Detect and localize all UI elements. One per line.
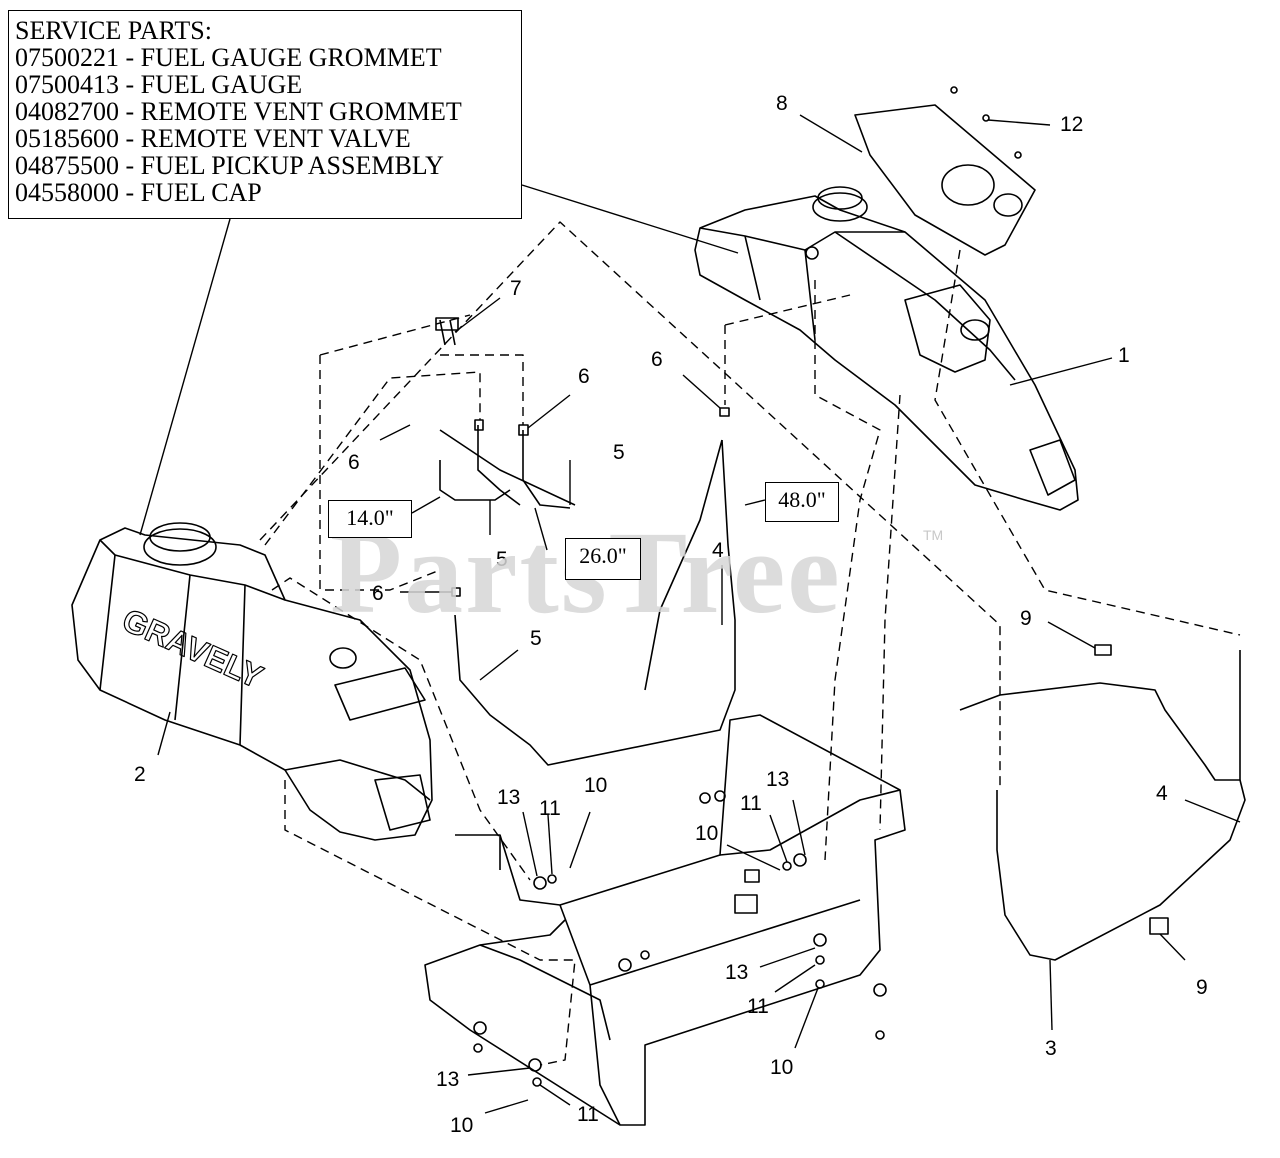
callout-7: 7 bbox=[510, 277, 522, 300]
callout-2: 2 bbox=[134, 763, 146, 786]
callout-11d: 11 bbox=[577, 1103, 599, 1126]
fuel-tank-right bbox=[694, 186, 1079, 511]
dimension-label-14: 14.0" bbox=[328, 500, 412, 538]
service-part-item: 05185600 - REMOTE VENT VALVE bbox=[15, 124, 411, 153]
small-hardware bbox=[435, 317, 1169, 1087]
dimension-label-48: 48.0" bbox=[765, 482, 839, 522]
callout-10b: 10 bbox=[695, 822, 718, 845]
callout-10c: 10 bbox=[770, 1056, 793, 1079]
callout-13c: 13 bbox=[725, 961, 748, 984]
dimension-label-26: 26.0" bbox=[565, 538, 641, 580]
callout-13a: 13 bbox=[497, 786, 520, 809]
callout-6d: 6 bbox=[372, 582, 384, 605]
callout-6b: 6 bbox=[578, 365, 590, 388]
callout-11b: 11 bbox=[740, 792, 762, 815]
assembly-dashed-lines bbox=[259, 221, 1241, 1066]
callout-6a: 6 bbox=[348, 451, 360, 474]
callout-9b: 9 bbox=[1196, 976, 1208, 999]
service-part-item: 07500413 - FUEL GAUGE bbox=[15, 70, 303, 99]
tank-brand-label: GRAVELY bbox=[117, 602, 268, 696]
service-parts-box: SERVICE PARTS: 07500221 - FUEL GAUGE GRO… bbox=[8, 10, 522, 219]
callout-6c: 6 bbox=[651, 348, 663, 371]
callout-12: 12 bbox=[1060, 113, 1083, 136]
callout-5b: 5 bbox=[613, 441, 625, 464]
callout-8: 8 bbox=[776, 92, 788, 115]
service-parts-heading: SERVICE PARTS: bbox=[15, 16, 212, 45]
fuel-hoses bbox=[439, 425, 1246, 961]
tank-mount-frame bbox=[424, 714, 906, 1126]
callout-10a: 10 bbox=[584, 774, 607, 797]
callout-5a: 5 bbox=[496, 548, 508, 571]
callout-13d: 13 bbox=[436, 1068, 459, 1091]
callout-leaders bbox=[139, 114, 1241, 1114]
callout-9a: 9 bbox=[1020, 607, 1032, 630]
gauge-cover-plate bbox=[854, 86, 1036, 256]
callout-10d: 10 bbox=[450, 1114, 473, 1137]
watermark-trademark: TM bbox=[923, 527, 944, 543]
callout-11a: 11 bbox=[539, 797, 561, 820]
service-part-item: 04082700 - REMOTE VENT GROMMET bbox=[15, 97, 462, 126]
service-part-item: 07500221 - FUEL GAUGE GROMMET bbox=[15, 43, 442, 72]
callout-4b: 4 bbox=[1156, 782, 1168, 805]
service-part-item: 04875500 - FUEL PICKUP ASSEMBLY bbox=[15, 151, 444, 180]
callout-1: 1 bbox=[1118, 344, 1130, 367]
callout-4a: 4 bbox=[712, 539, 724, 562]
callout-11c: 11 bbox=[747, 995, 769, 1018]
callout-5c: 5 bbox=[530, 627, 542, 650]
service-part-item: 04558000 - FUEL CAP bbox=[15, 178, 262, 207]
callout-numbers: 1 2 3 4 4 5 5 5 6 6 6 6 7 8 9 9 10 10 10… bbox=[134, 92, 1208, 1137]
callout-13b: 13 bbox=[766, 768, 789, 791]
callout-3: 3 bbox=[1045, 1037, 1057, 1060]
